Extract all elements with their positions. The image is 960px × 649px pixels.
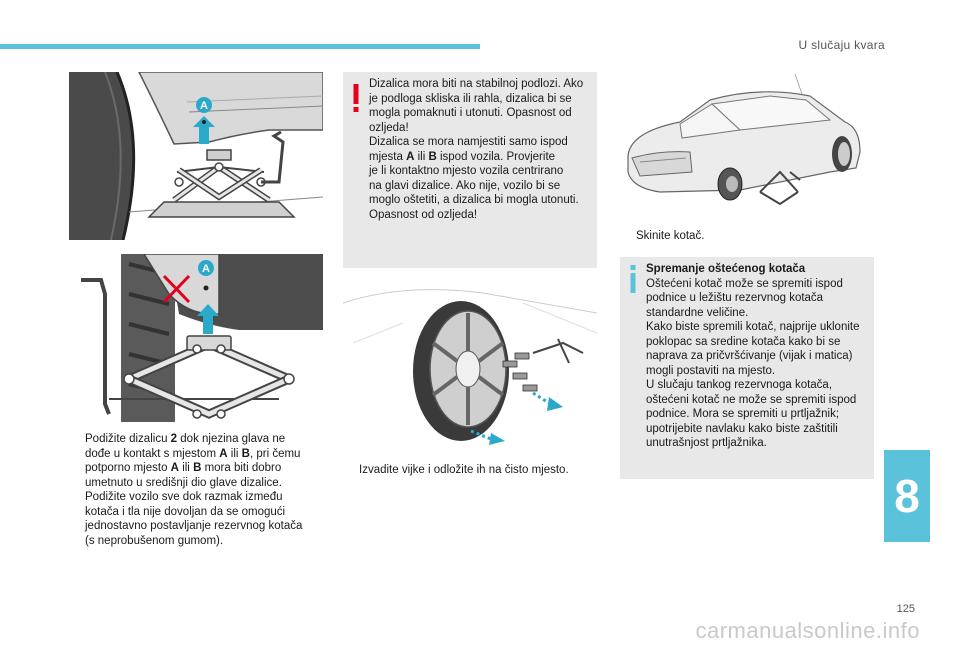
chapter-tab: 8 [884, 450, 930, 542]
warning-note: Dizalica mora biti na stabilnoj podlozi.… [343, 72, 597, 268]
bullet-marker [620, 229, 636, 244]
page-number: 125 [896, 603, 915, 615]
bullet-marker [69, 432, 85, 490]
figure-jack-contact-point: A [69, 72, 323, 240]
exclamation-icon [353, 84, 359, 112]
section-title: U slučaju kvara [798, 38, 885, 52]
jack-bottom-illustration: A [69, 254, 323, 422]
left-instructions: Podižite dizalicu 2 dok njezina glava ne… [69, 432, 329, 548]
info-note: Spremanje oštećenog kotača Oštećeni kota… [620, 257, 874, 479]
figure-wheel-bolts [343, 283, 597, 451]
info-icon [630, 265, 636, 293]
car-illustration [620, 72, 874, 222]
info-note-title: Spremanje oštećenog kotača [646, 263, 806, 275]
step-raise-vehicle: Podižite vozilo sve dok razmak između ko… [69, 490, 329, 548]
point-a-label-2: A [202, 263, 210, 275]
warning-text: Dizalica mora biti na stabilnoj podlozi.… [369, 78, 584, 221]
figure-car-wheel-removed [620, 72, 874, 222]
bullet-marker [343, 463, 359, 478]
figure-jack-closeup: A [69, 254, 323, 422]
jack-top-illustration: A [69, 72, 323, 240]
wheel-bolts-illustration [343, 283, 597, 451]
point-a-label: A [200, 100, 208, 112]
step-raise-jack: Podižite dizalicu 2 dok njezina glava ne… [69, 432, 329, 490]
right-instruction: Skinite kotač. [620, 229, 880, 244]
bullet-marker [69, 490, 85, 548]
info-text: Spremanje oštećenog kotača Oštećeni kota… [646, 263, 860, 449]
header-accent-bar [0, 44, 480, 49]
middle-instruction: Izvadite vijke i odložite ih na čisto mj… [343, 463, 603, 478]
watermark: carmanualsonline.info [695, 618, 920, 643]
